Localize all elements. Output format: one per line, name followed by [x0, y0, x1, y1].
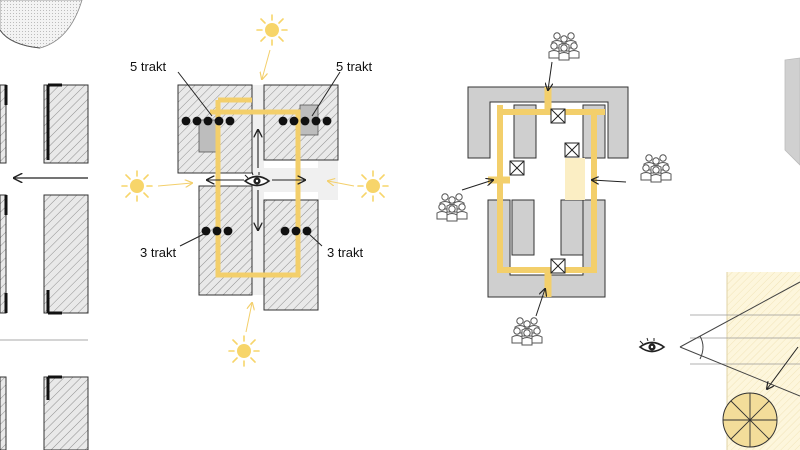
stair-cross-icon-3	[509, 160, 525, 176]
right-panel	[639, 57, 800, 450]
people-group-icon-bottom	[512, 318, 542, 345]
dots-top-left	[181, 116, 235, 126]
label-3-trakt-left: 3 trakt	[140, 245, 177, 260]
left-building-1	[43, 84, 89, 164]
label-5-trakt-right: 5 trakt	[336, 59, 373, 74]
stair-cross-icon-4	[550, 258, 566, 274]
floor-plan	[437, 33, 671, 345]
block-bottom-right	[263, 199, 319, 311]
people-group-icon-right	[641, 155, 671, 182]
label-5-trakt-left: 5 trakt	[130, 59, 167, 74]
label-3-trakt-right: 3 trakt	[327, 245, 364, 260]
dots-top-right	[278, 116, 332, 126]
right-eye-icon	[639, 337, 665, 353]
sun-icon-left	[121, 170, 153, 202]
left-panel	[0, 0, 89, 450]
plan-light-corridor	[565, 158, 585, 200]
sun-icon-right	[357, 170, 389, 202]
sun-icon-top	[256, 14, 288, 46]
stair-cross-icon-2	[564, 142, 580, 158]
sun-icon-bottom	[228, 335, 260, 367]
people-group-icon-top	[549, 33, 579, 60]
people-group-icon-left	[437, 194, 467, 221]
right-gray-shape	[784, 57, 800, 166]
left-building-3	[43, 376, 89, 450]
dots-bottom-left	[201, 226, 233, 236]
corridor-path	[215, 100, 301, 278]
block-bottom-left	[198, 185, 253, 296]
stair-cross-icon-1	[550, 108, 566, 124]
middle-diagram: 5 trakt 5 trakt 3 trakt 3 trakt	[121, 14, 389, 367]
round-element	[722, 392, 778, 448]
left-building-2	[43, 194, 89, 314]
dots-bottom-right	[280, 226, 312, 236]
